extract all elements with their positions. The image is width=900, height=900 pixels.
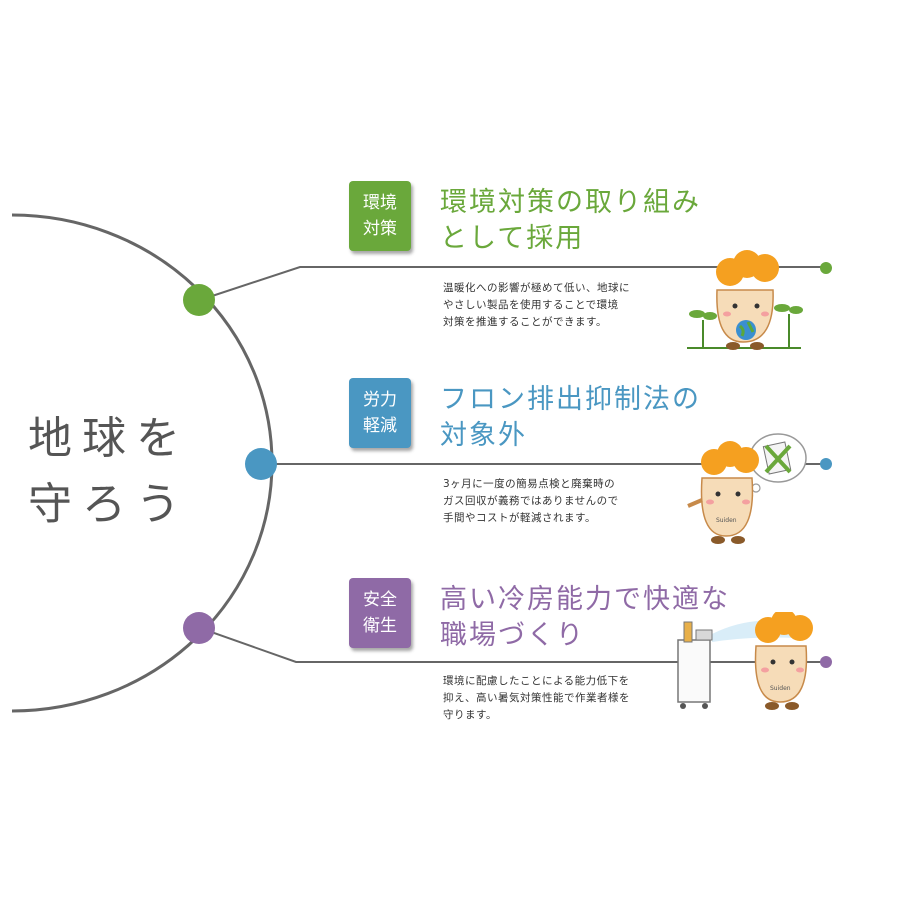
desc-line-2: やさしい製品を使用することで環境 bbox=[443, 299, 619, 311]
heading-line-1: 高い冷房能力で快適な bbox=[440, 584, 730, 615]
mascot-label: Suiden bbox=[770, 685, 791, 692]
heading-line-2: として採用 bbox=[440, 223, 585, 254]
desc-line-1: 3ヶ月に一度の簡易点検と廃棄時の bbox=[443, 478, 616, 490]
desc-line-2: 抑え、高い暑気対策性能で作業者様を bbox=[443, 692, 630, 704]
mascot-thinking-icon: Suiden bbox=[687, 433, 807, 544]
section-heading-environment: 環境対策の取り組み として採用 bbox=[440, 185, 701, 257]
section-description-safety-hygiene: 環境に配慮したことによる能力低下を 抑え、高い暑気対策性能で作業者様を 守ります… bbox=[443, 673, 630, 724]
heading-line-2: 対象外 bbox=[440, 420, 527, 451]
main-title-line-1: 地球を bbox=[28, 413, 190, 464]
end-dot-3 bbox=[820, 656, 832, 668]
node-dot-1 bbox=[183, 284, 215, 316]
badge-safety-hygiene: 安全 衛生 bbox=[349, 578, 411, 648]
main-title-line-2: 守ろう bbox=[28, 479, 190, 530]
badge-label-line-2: 軽減 bbox=[363, 416, 397, 436]
heading-line-2: 職場づくり bbox=[440, 620, 585, 651]
mascot-label: Suiden bbox=[716, 517, 737, 524]
section-heading-labor-reduction: フロン排出抑制法の 対象外 bbox=[440, 382, 701, 454]
desc-line-1: 温暖化への影響が極めて低い、地球に bbox=[443, 282, 630, 294]
mascot-with-spot-cooler-icon: Suiden bbox=[677, 612, 813, 710]
end-dot-1 bbox=[820, 262, 832, 274]
desc-line-3: 手間やコストが軽減されます。 bbox=[443, 512, 596, 524]
connector-line-1 bbox=[199, 266, 826, 301]
badge-labor-reduction: 労力 軽減 bbox=[349, 378, 411, 448]
section-description-environment: 温暖化への影響が極めて低い、地球に やさしい製品を使用することで環境 対策を推進… bbox=[443, 280, 630, 331]
end-dot-2 bbox=[820, 458, 832, 470]
node-dot-3 bbox=[183, 612, 215, 644]
desc-line-1: 環境に配慮したことによる能力低下を bbox=[443, 675, 630, 687]
badge-environment: 環境 対策 bbox=[349, 181, 411, 251]
badge-label-line-2: 衛生 bbox=[363, 616, 397, 636]
badge-label-line-1: 環境 bbox=[363, 193, 397, 213]
desc-line-3: 対策を推進することができます。 bbox=[443, 316, 607, 328]
mascot-holding-globe-icon bbox=[687, 250, 803, 350]
heading-line-1: フロン排出抑制法の bbox=[440, 384, 701, 415]
section-heading-safety-hygiene: 高い冷房能力で快適な 職場づくり bbox=[440, 582, 730, 654]
connector-line-3 bbox=[199, 627, 826, 663]
heading-line-1: 環境対策の取り組み bbox=[440, 187, 701, 218]
badge-label-line-2: 対策 bbox=[363, 219, 397, 239]
desc-line-2: ガス回収が義務ではありませんので bbox=[443, 495, 619, 507]
badge-label-line-1: 安全 bbox=[363, 590, 397, 610]
badge-label-line-1: 労力 bbox=[363, 390, 397, 410]
node-dot-2 bbox=[245, 448, 277, 480]
desc-line-3: 守ります。 bbox=[443, 709, 497, 721]
section-description-labor-reduction: 3ヶ月に一度の簡易点検と廃棄時の ガス回収が義務ではありませんので 手間やコスト… bbox=[443, 476, 619, 527]
